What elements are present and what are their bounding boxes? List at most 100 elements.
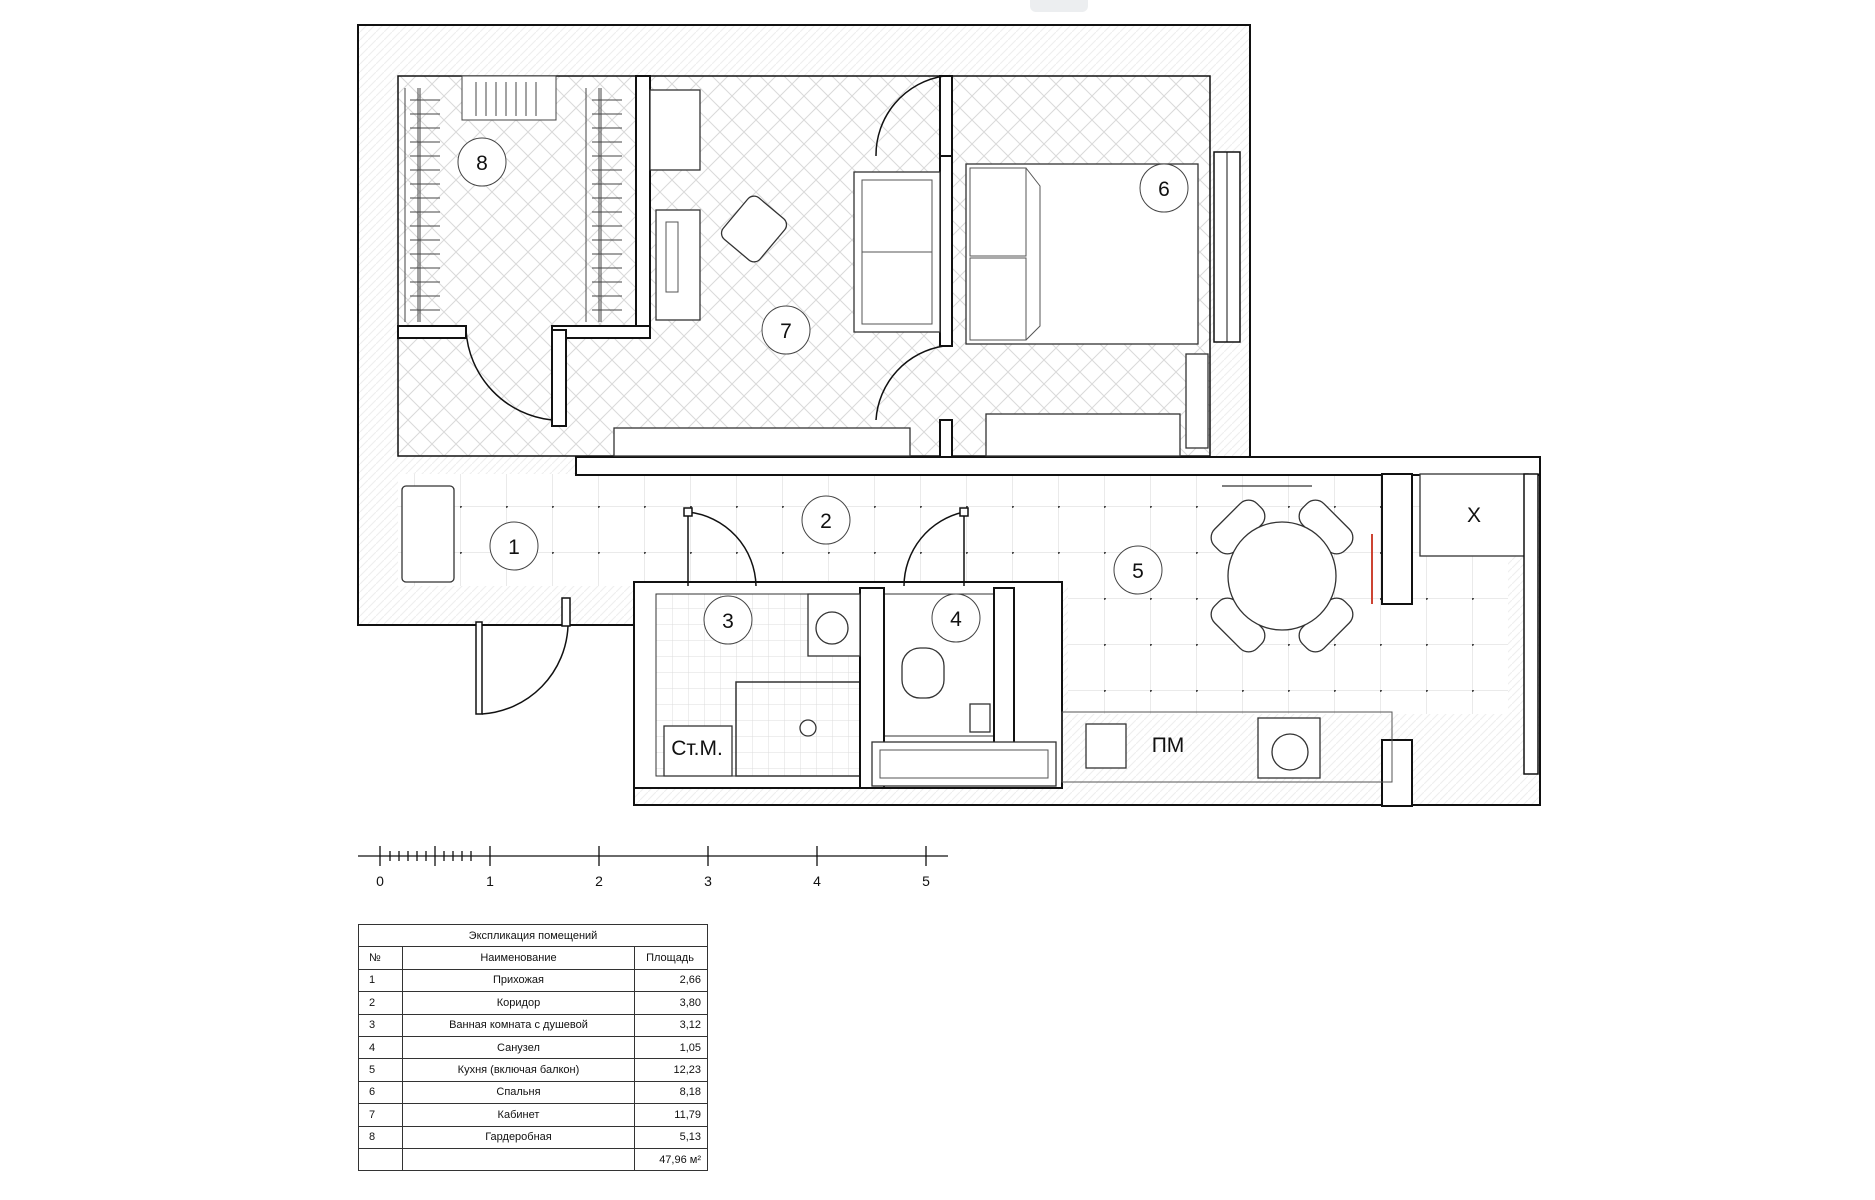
office-chair <box>720 195 788 263</box>
row-name: Кабинет <box>401 1103 636 1127</box>
dining-table <box>1210 499 1354 653</box>
table-row: 7 Кабинет 11,79 <box>358 1103 708 1127</box>
wall-wardrobe-right <box>635 75 651 329</box>
shower-tray <box>735 681 861 777</box>
row-name: Коридор <box>401 991 636 1015</box>
wall-bedroom-left-3 <box>939 419 953 458</box>
scale-tick-1: 1 <box>486 873 494 889</box>
total-no-empty <box>358 1147 403 1172</box>
interior-doors <box>465 75 969 587</box>
radiator <box>1185 353 1209 449</box>
row-area: 12,23 <box>634 1058 708 1082</box>
kitchen-worktop <box>1061 711 1393 783</box>
row-no: 3 <box>358 1013 403 1037</box>
wall-wardrobe-bottom <box>397 325 467 339</box>
top-tab-handle <box>1030 0 1088 12</box>
wall-balcony-low <box>1381 739 1413 807</box>
total-row: 47,96 м² <box>358 1147 708 1172</box>
row-area: 3,80 <box>634 991 708 1015</box>
legend-header-no: № <box>358 946 403 970</box>
room-number-5: 5 <box>1132 560 1144 583</box>
row-name: Санузел <box>401 1035 636 1060</box>
floor-plan: Ст.М. ПМ Х 8 6 7 1 2 5 3 4 <box>357 24 1541 889</box>
table-row: 2 Коридор 3,80 <box>358 991 708 1015</box>
fridge <box>1419 473 1529 557</box>
row-area: 1,05 <box>634 1035 708 1060</box>
table-row: 4 Санузел 1,05 <box>358 1035 708 1060</box>
row-no: 7 <box>358 1103 403 1127</box>
row-name: Кухня (включая балкон) <box>401 1058 636 1082</box>
scale-bar <box>358 846 948 866</box>
wall-wc-right <box>993 587 1015 749</box>
row-no: 4 <box>358 1035 403 1060</box>
table-row: 8 Гардеробная 5,13 <box>358 1125 708 1149</box>
shower-drain <box>799 719 817 737</box>
room-number-6: 6 <box>1158 178 1170 201</box>
scale-labels: 0 1 2 3 4 5 <box>376 873 930 889</box>
scale-tick-3: 3 <box>704 873 712 889</box>
washer-label: Ст.М. <box>671 737 723 760</box>
room-number-3: 3 <box>722 610 734 633</box>
room-marker-1 <box>489 521 539 571</box>
hallway-bench <box>401 485 455 583</box>
wall-upper-lower <box>575 456 1541 476</box>
row-no: 1 <box>358 968 403 993</box>
room-number-2: 2 <box>820 510 832 533</box>
balcony-window <box>1523 473 1539 775</box>
room-marker-2 <box>801 495 851 545</box>
total-name-empty <box>401 1147 636 1172</box>
room-marker-5 <box>1113 545 1163 595</box>
wardrobe-shelves <box>404 75 622 322</box>
wall-balcony <box>1381 473 1413 605</box>
room-marker-6 <box>1139 163 1189 213</box>
room-number-8: 8 <box>476 152 488 175</box>
row-no: 5 <box>358 1058 403 1082</box>
room-marker-3 <box>703 595 753 645</box>
room-number-1: 1 <box>508 536 520 559</box>
scale-tick-0: 0 <box>376 873 384 889</box>
study-console <box>613 427 911 457</box>
sink <box>1085 723 1127 769</box>
row-no: 6 <box>358 1080 403 1105</box>
entrance-door <box>475 597 571 715</box>
shelf-unit <box>649 89 701 171</box>
dishwasher-label: ПМ <box>1152 734 1185 757</box>
legend-header-name: Наименование <box>401 946 636 970</box>
legend-header-area: Площадь <box>634 946 708 970</box>
row-no: 8 <box>358 1125 403 1149</box>
room-schedule-table: Экспликация помещений № Наименование Пло… <box>358 923 708 1172</box>
row-name: Гардеробная <box>401 1125 636 1149</box>
toilet <box>901 647 945 699</box>
bedroom-console <box>985 413 1181 457</box>
table-row: 6 Спальня 8,18 <box>358 1080 708 1105</box>
kitchen-counter-strip <box>871 741 1057 787</box>
row-area: 5,13 <box>634 1125 708 1149</box>
room-markers: 8 6 7 1 2 5 3 4 <box>457 137 1189 645</box>
row-name: Прихожая <box>401 968 636 993</box>
room-marker-4 <box>931 593 981 643</box>
wall-closet-right <box>551 329 567 427</box>
row-area: 11,79 <box>634 1103 708 1127</box>
wall-bedroom-left <box>939 75 953 157</box>
table-row: 3 Ванная комната с душевой 3,12 <box>358 1013 708 1037</box>
room-number-4: 4 <box>950 608 962 631</box>
washing-machine <box>663 725 733 777</box>
row-name: Спальня <box>401 1080 636 1105</box>
legend-title: Экспликация помещений <box>358 923 708 948</box>
room-marker-7 <box>761 305 811 355</box>
table-row: 5 Кухня (включая балкон) 12,23 <box>358 1058 708 1082</box>
row-area: 8,18 <box>634 1080 708 1105</box>
row-no: 2 <box>358 991 403 1015</box>
row-name: Ванная комната с душевой <box>401 1013 636 1037</box>
room-number-7: 7 <box>780 320 792 343</box>
fridge-label: Х <box>1467 504 1481 527</box>
scale-tick-2: 2 <box>595 873 603 889</box>
table-row: 1 Прихожая 2,66 <box>358 968 708 993</box>
total-area: 47,96 м² <box>634 1147 708 1172</box>
room-marker-8 <box>457 137 507 187</box>
wall-bedroom-left-2 <box>939 155 953 347</box>
scale-tick-4: 4 <box>813 873 821 889</box>
row-area: 3,12 <box>634 1013 708 1037</box>
row-area: 2,66 <box>634 968 708 993</box>
scale-tick-5: 5 <box>922 873 930 889</box>
